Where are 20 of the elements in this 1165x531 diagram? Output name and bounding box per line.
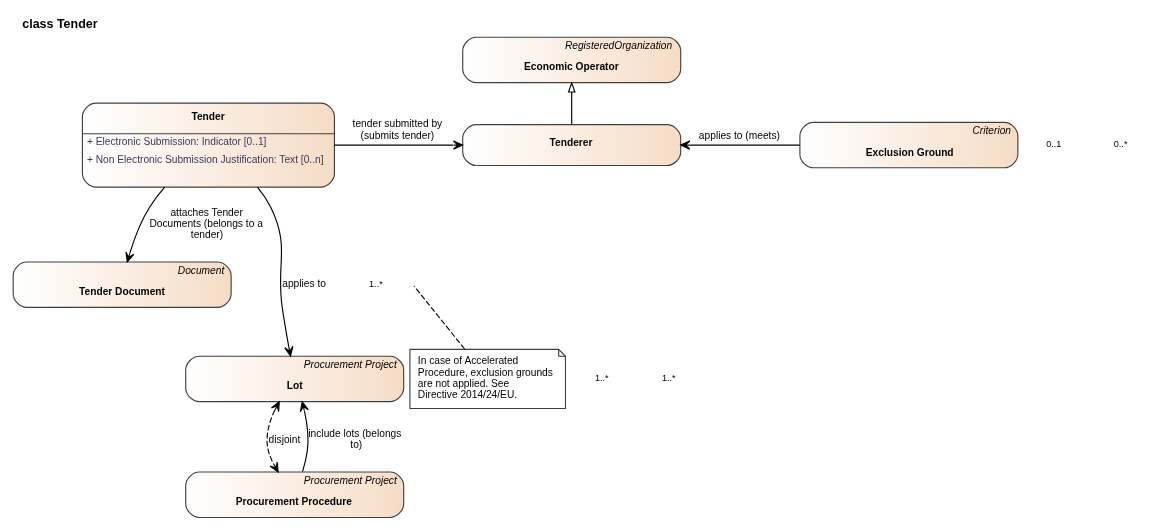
arrow [266, 400, 280, 473]
label: 0..* [1113, 138, 1128, 149]
arrow [299, 400, 309, 472]
label: 1..* [369, 278, 383, 289]
arrow [680, 139, 801, 150]
edge-label: applies to [282, 277, 326, 289]
edge-label: disjoint [268, 433, 301, 445]
arrow [333, 139, 464, 150]
connector [413, 284, 466, 350]
edge-label: tender submitted by (submits tender) [352, 117, 443, 141]
edge-label: include lots (belongs to) [308, 427, 402, 450]
label: 0..1 [1046, 138, 1062, 149]
label: 1..* [594, 372, 609, 383]
arrow [125, 186, 166, 262]
diagram-title: class Tender [22, 16, 98, 31]
edge-label: attaches Tender Documents (belongs to a tender) [149, 206, 263, 240]
arrow [567, 80, 576, 125]
edge-label: applies to (meets) [698, 129, 780, 141]
arrow [257, 186, 294, 357]
label: 1..* [661, 372, 676, 383]
